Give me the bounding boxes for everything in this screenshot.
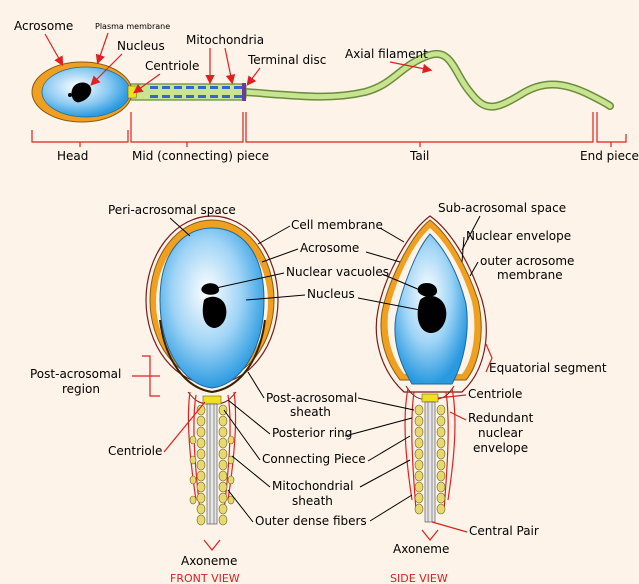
label-redundant-line3: envelope xyxy=(473,441,528,455)
label-mitochondria: Mitochondria xyxy=(186,33,264,47)
label-posterior-ring: Posterior ring xyxy=(272,426,352,440)
label-axoneme-front: Axoneme xyxy=(181,554,237,568)
label-cell-membrane: Cell membrane xyxy=(291,218,383,232)
label-peri-acrosomal-space: Peri-acrosomal space xyxy=(108,203,236,217)
label-outer-acrosome-membrane-line1: outer acrosome xyxy=(480,254,574,268)
label-centriole-front: Centriole xyxy=(108,444,162,458)
side-view-illustration xyxy=(376,216,492,540)
front-view-illustration xyxy=(132,216,278,550)
label-redundant-line2: nuclear xyxy=(478,426,523,440)
label-mid-piece: Mid (connecting) piece xyxy=(132,149,269,163)
label-post-acrosomal-sheath-line1: Post-acrosomal xyxy=(266,391,357,405)
label-sub-acrosomal-space: Sub-acrosomal space xyxy=(438,201,566,215)
label-nucleus-front: Nucleus xyxy=(307,287,355,301)
label-plasma-membrane: Plasma membrane xyxy=(95,22,170,31)
label-mitochondrial-sheath-line2: sheath xyxy=(292,494,333,508)
label-head: Head xyxy=(57,149,88,163)
label-end-piece: End piece xyxy=(580,149,639,163)
label-nucleus-top: Nucleus xyxy=(117,39,165,53)
label-axoneme-side: Axoneme xyxy=(393,542,449,556)
label-connecting-piece: Connecting Piece xyxy=(262,452,366,466)
front-view-title: FRONT VIEW xyxy=(170,572,240,584)
label-terminal-disc: Terminal disc xyxy=(247,53,326,67)
label-post-acrosomal-sheath-line2: sheath xyxy=(290,405,331,419)
section-brackets xyxy=(32,112,626,147)
label-nuclear-vacuoles: Nuclear vacuoles xyxy=(286,265,389,279)
terminal-disc-shape xyxy=(242,83,246,101)
label-mitochondrial-sheath-line1: Mitochondrial xyxy=(272,479,353,493)
label-central-pair: Central Pair xyxy=(469,524,539,538)
whole-sperm-illustration: Acrosome Plasma membrane Nucleus Mitocho… xyxy=(14,19,639,163)
label-outer-dense-fibers: Outer dense fibers xyxy=(255,514,367,528)
neck-centriole xyxy=(128,86,138,98)
label-redundant-line1: Redundant xyxy=(468,411,534,425)
label-acrosome-front: Acrosome xyxy=(300,241,359,255)
side-view-title: SIDE VIEW xyxy=(390,572,448,584)
label-centriole-top: Centriole xyxy=(145,59,199,73)
label-axial-filament: Axial filament xyxy=(345,47,428,61)
side-centriole-block xyxy=(422,394,438,402)
label-equatorial-segment: Equatorial segment xyxy=(489,361,607,375)
label-outer-acrosome-membrane-line2: membrane xyxy=(497,268,563,282)
label-nuclear-envelope: Nuclear envelope xyxy=(466,229,571,243)
label-tail: Tail xyxy=(409,149,429,163)
front-centriole-block xyxy=(203,396,221,404)
label-post-acrosomal-region-line1: Post-acrosomal xyxy=(30,367,121,381)
label-acrosome-top: Acrosome xyxy=(14,19,73,33)
label-centriole-side: Centriole xyxy=(468,387,522,401)
front-axoneme xyxy=(207,404,217,524)
label-post-acrosomal-region-line2: region xyxy=(62,382,100,396)
side-axoneme xyxy=(425,402,435,522)
